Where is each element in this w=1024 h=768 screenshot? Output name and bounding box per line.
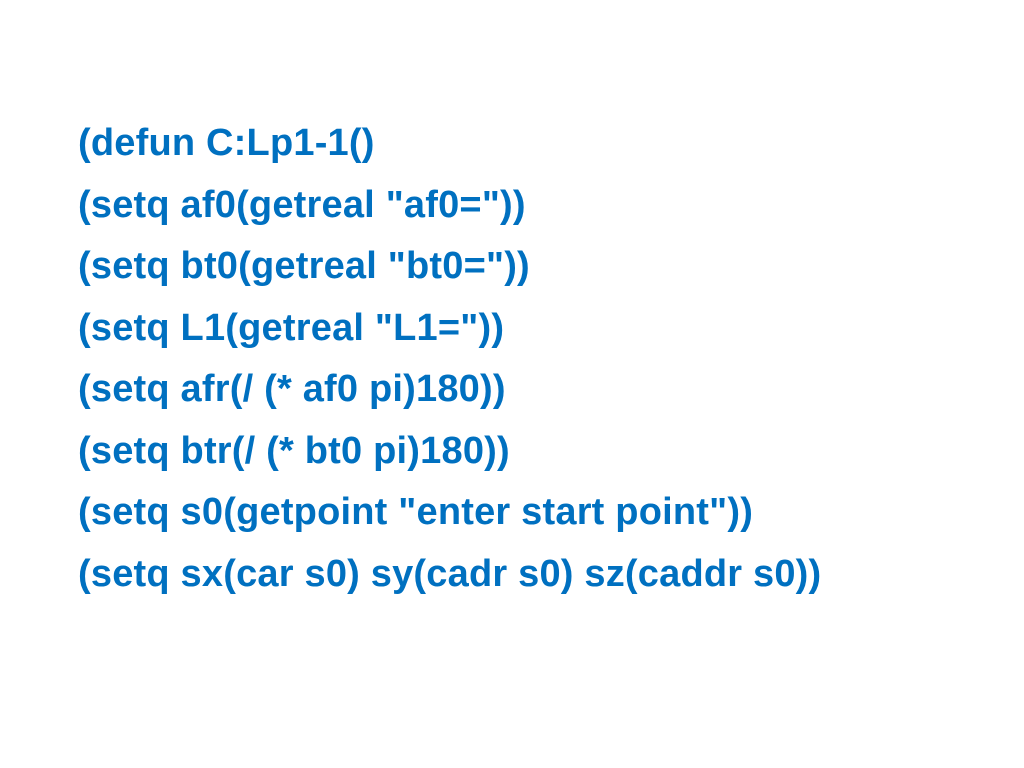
code-block: (defun C:Lp1-1() (setq af0(getreal "af0=…	[78, 113, 821, 605]
code-line-setq-btr: (setq btr(/ (* bt0 pi)180))	[78, 429, 510, 472]
code-line-setq-sx-sy-sz: (setq sx(car s0) sy(cadr s0) sz(caddr s0…	[78, 552, 822, 595]
code-line-setq-afr: (setq afr(/ (* af0 pi)180))	[78, 368, 506, 410]
code-line-setq-l1: (setq L1(getreal "L1="))	[78, 306, 505, 349]
code-line-setq-s0: (setq s0(getpoint "enter start point"))	[78, 491, 754, 533]
code-line-defun: (defun C:Lp1-1()	[78, 122, 375, 164]
code-line-setq-bt0: (setq bt0(getreal "bt0="))	[78, 245, 530, 287]
code-line-setq-af0: (setq af0(getreal "af0="))	[78, 183, 526, 226]
